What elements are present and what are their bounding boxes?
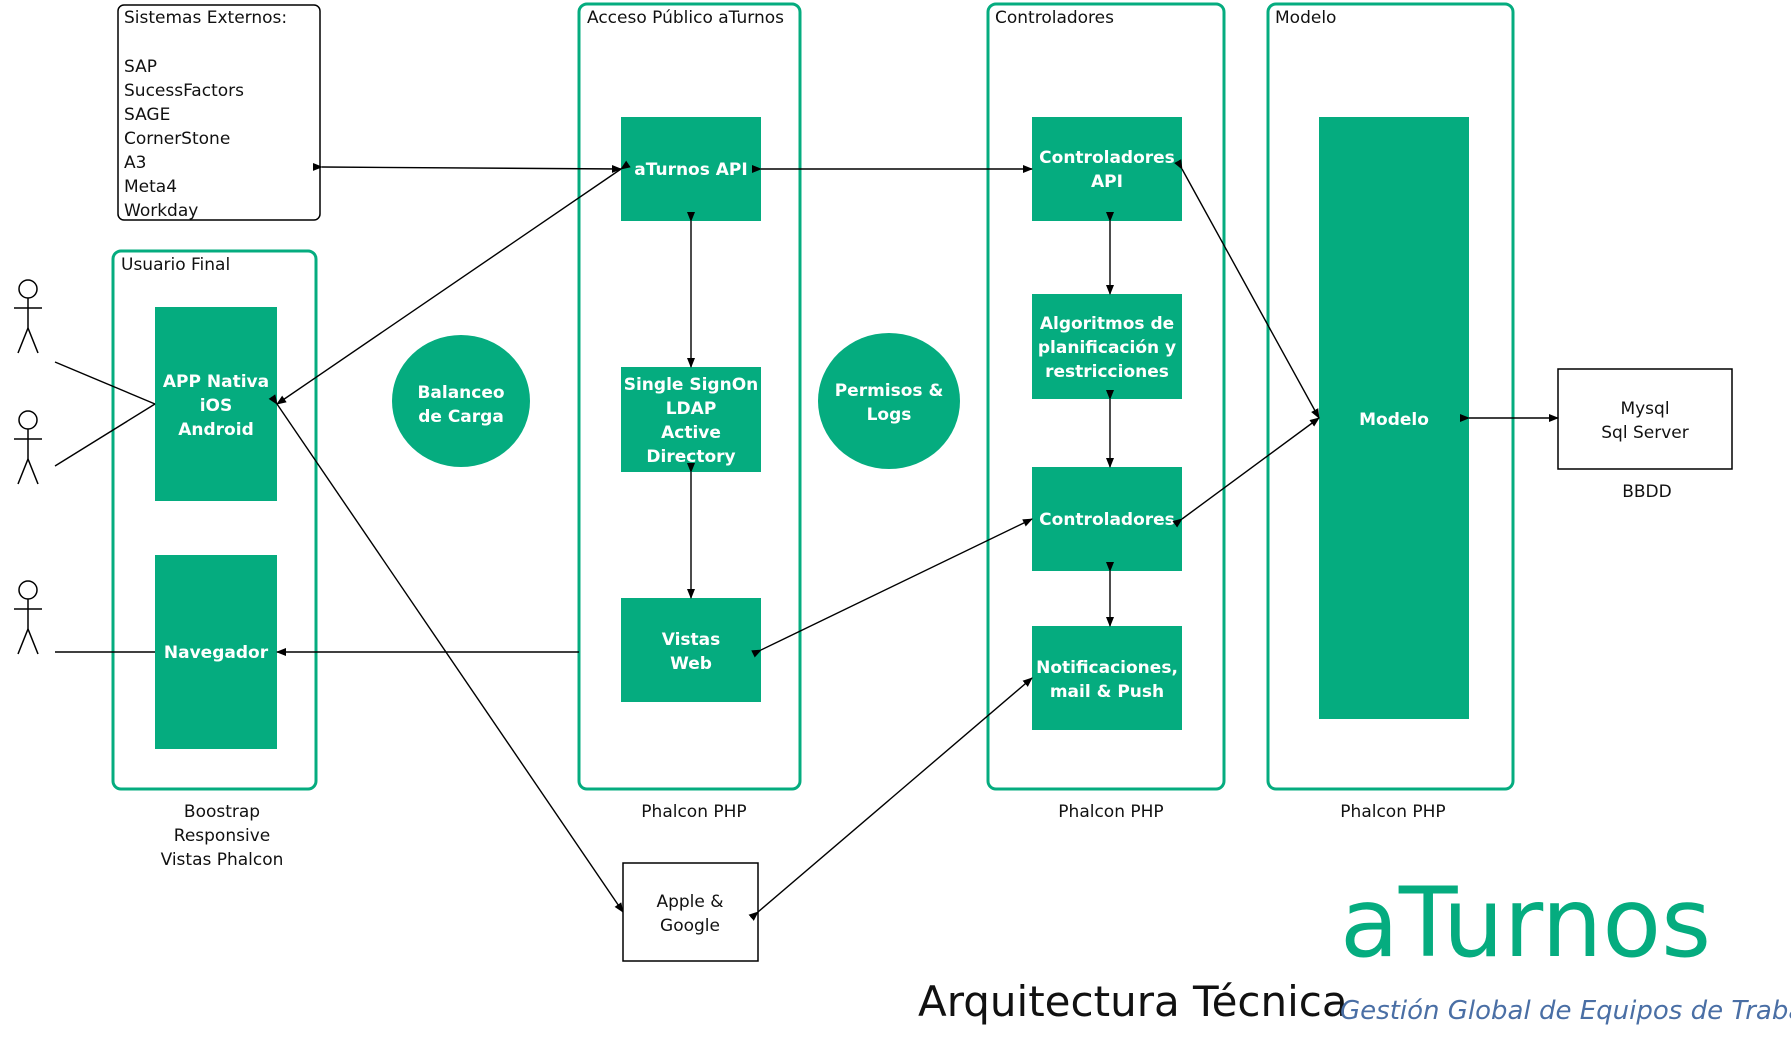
svg-text:aTurnos API: aTurnos API xyxy=(634,160,747,180)
svg-text:Balanceo: Balanceo xyxy=(417,383,504,403)
brand-tagline: Gestión Global de Equipos de Trabajo xyxy=(1340,996,1791,1026)
footer-usuario-final: Boostrap Responsive Vistas Phalcon xyxy=(161,802,284,870)
brand-logo: aTurnos xyxy=(1340,867,1711,979)
svg-text:Vistas Phalcon: Vistas Phalcon xyxy=(161,850,284,870)
database-box: Mysql Sql Server BBDD xyxy=(1557,368,1733,502)
group-title: Usuario Final xyxy=(121,255,230,275)
svg-text:Vistas: Vistas xyxy=(662,630,721,650)
svg-text:Algoritmos de: Algoritmos de xyxy=(1040,314,1174,334)
svg-text:Controladores: Controladores xyxy=(1039,148,1175,168)
connector-controladores-modelo xyxy=(1172,417,1320,528)
connector-api-app xyxy=(276,160,631,405)
connector-user-app xyxy=(54,361,156,405)
external-systems-box: Sistemas Externos: SAP SucessFactors SAG… xyxy=(117,4,321,221)
group-title: Acceso Público aTurnos xyxy=(587,8,784,28)
external-system-item: CornerStone xyxy=(124,129,230,149)
svg-text:Apple &: Apple & xyxy=(656,892,723,912)
external-system-item: A3 xyxy=(124,153,146,173)
database-caption: BBDD xyxy=(1622,482,1672,502)
svg-text:Logs: Logs xyxy=(867,405,912,425)
svg-text:Controladores: Controladores xyxy=(1039,510,1175,530)
external-system-item: Workday xyxy=(124,201,198,221)
svg-text:Directory: Directory xyxy=(646,447,735,467)
svg-text:Mysql: Mysql xyxy=(1620,399,1669,419)
box-vistas-web: Vistas Web xyxy=(621,598,761,702)
box-notificaciones: Notificaciones, mail & Push xyxy=(1032,626,1182,730)
svg-text:Boostrap: Boostrap xyxy=(184,802,260,822)
svg-text:Navegador: Navegador xyxy=(164,643,269,663)
external-system-item: SucessFactors xyxy=(124,81,244,101)
svg-text:Permisos &: Permisos & xyxy=(835,381,944,401)
svg-text:Android: Android xyxy=(178,420,254,440)
svg-text:Notificaciones,: Notificaciones, xyxy=(1036,658,1178,678)
external-system-item: SAP xyxy=(124,57,157,77)
circle-balanceo-carga: Balanceo de Carga xyxy=(392,335,530,467)
box-navegador: Navegador xyxy=(155,555,277,749)
box-controladores: Controladores xyxy=(1032,467,1182,571)
svg-text:mail & Push: mail & Push xyxy=(1050,682,1164,702)
connector-apple-notificaciones xyxy=(748,677,1033,921)
connector-vistas-controladores xyxy=(751,518,1033,658)
svg-text:APP Nativa: APP Nativa xyxy=(163,372,269,392)
user-icon xyxy=(14,580,42,655)
logo-text: aTurnos xyxy=(1340,867,1711,979)
svg-text:Responsive: Responsive xyxy=(174,826,270,846)
connector-app-apple xyxy=(268,394,624,913)
svg-text:Sql Server: Sql Server xyxy=(1601,423,1688,443)
svg-text:planificación y: planificación y xyxy=(1038,338,1176,358)
box-app-nativa: APP Nativa iOS Android xyxy=(155,307,277,501)
user-icon xyxy=(14,279,42,354)
circle-permisos-logs: Permisos & Logs xyxy=(818,333,960,469)
box-single-signon: Single SignOn LDAP Active Directory xyxy=(621,367,761,472)
connectors xyxy=(54,159,1559,921)
svg-text:Active: Active xyxy=(661,423,721,443)
connector-external-api xyxy=(312,162,622,173)
footer-acceso-publico: Phalcon PHP xyxy=(641,802,746,822)
connector-ctrlapi-modelo xyxy=(1174,159,1320,419)
svg-text:de Carga: de Carga xyxy=(418,407,504,427)
svg-text:Web: Web xyxy=(670,654,712,674)
diagram-title: Arquitectura Técnica xyxy=(918,977,1348,1026)
group-title: Controladores xyxy=(995,8,1114,28)
box-aturnos-api: aTurnos API xyxy=(621,117,761,221)
external-system-item: Meta4 xyxy=(124,177,177,197)
external-system-item: SAGE xyxy=(124,105,170,125)
group-title: Modelo xyxy=(1275,8,1336,28)
svg-text:iOS: iOS xyxy=(200,396,233,416)
user-icon xyxy=(14,410,42,485)
svg-text:LDAP: LDAP xyxy=(666,399,717,419)
box-algoritmos: Algoritmos de planificación y restriccio… xyxy=(1032,294,1182,399)
apple-google-box: Apple & Google xyxy=(622,862,759,962)
footer-modelo: Phalcon PHP xyxy=(1340,802,1445,822)
svg-text:restricciones: restricciones xyxy=(1045,362,1169,382)
svg-text:API: API xyxy=(1091,172,1123,192)
svg-text:Google: Google xyxy=(660,916,720,936)
svg-text:Single SignOn: Single SignOn xyxy=(624,375,759,395)
footer-controladores: Phalcon PHP xyxy=(1058,802,1163,822)
connector-user-app xyxy=(54,403,156,467)
svg-text:Modelo: Modelo xyxy=(1359,410,1429,430)
external-systems-title: Sistemas Externos: xyxy=(124,8,287,28)
box-modelo: Modelo xyxy=(1319,117,1469,719)
box-controladores-api: Controladores API xyxy=(1032,117,1182,221)
